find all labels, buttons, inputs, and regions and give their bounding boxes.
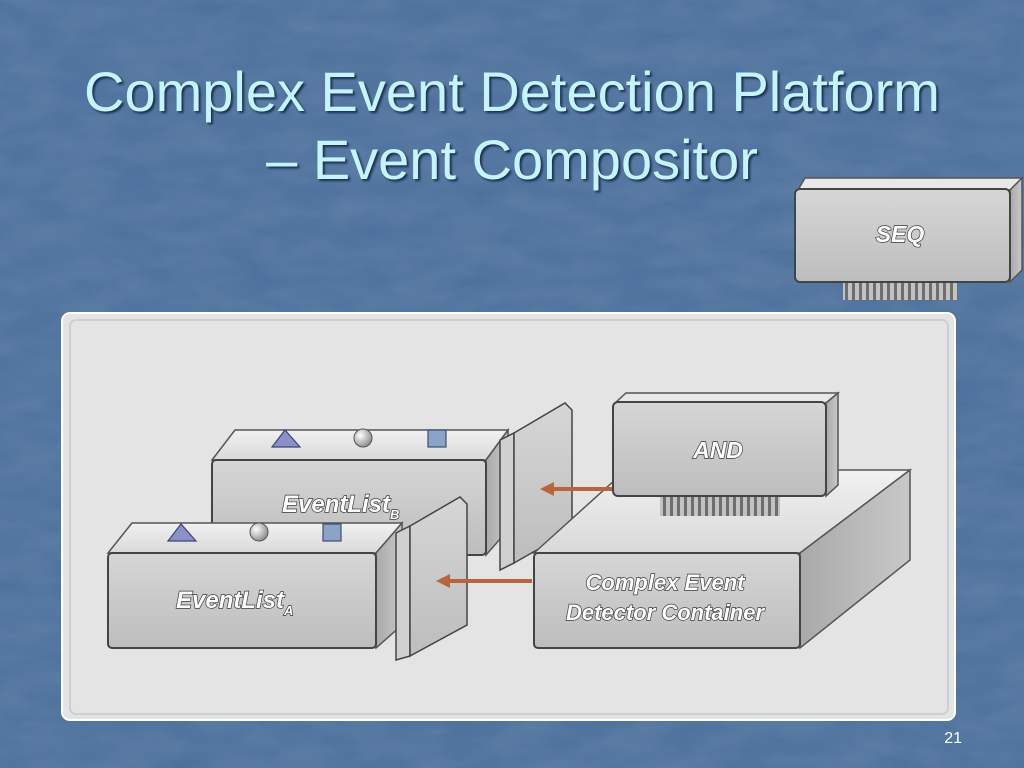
eventlist-b-label: EventListB	[282, 491, 399, 522]
and-chip-side	[825, 391, 839, 498]
slide-title-line2: – Event Compositor	[266, 128, 758, 191]
cube-shape-b	[427, 429, 447, 448]
slide-title-line1: Complex Event Detection Platform	[84, 60, 940, 123]
container-label-line1: Complex Event	[586, 570, 747, 595]
and-chip-pins	[660, 496, 780, 516]
eventlist-a-block: EventListA	[106, 496, 468, 661]
slab-b-side	[513, 402, 573, 565]
sphere-shape-b	[353, 428, 373, 448]
triangle-shape-b	[270, 429, 302, 448]
and-label: AND	[692, 437, 743, 463]
slab-a-front	[395, 524, 411, 661]
slab-b-front	[499, 431, 515, 572]
and-chip-face	[612, 401, 827, 497]
seq-label: SEQ	[876, 221, 925, 247]
sphere-shape-a	[249, 522, 269, 542]
container-face	[533, 552, 801, 649]
seq-chip-face	[794, 188, 1011, 283]
container-label-line2: Detector Container	[566, 600, 765, 625]
seq-chip-side	[1009, 176, 1023, 284]
arrow-to-eventlist-a	[436, 574, 532, 588]
page-number: 21	[944, 730, 962, 747]
seq-chip: SEQ	[794, 176, 1024, 300]
and-chip: AND	[612, 391, 841, 516]
seq-chip-pins	[843, 278, 958, 300]
triangle-shape-a	[166, 523, 198, 542]
eventlist-a-label: EventListA	[176, 587, 293, 618]
slab-a-side	[409, 496, 468, 658]
cube-shape-a	[322, 523, 342, 542]
eventlist-a-face	[107, 552, 377, 649]
arrow-to-eventlist-b	[540, 482, 612, 496]
